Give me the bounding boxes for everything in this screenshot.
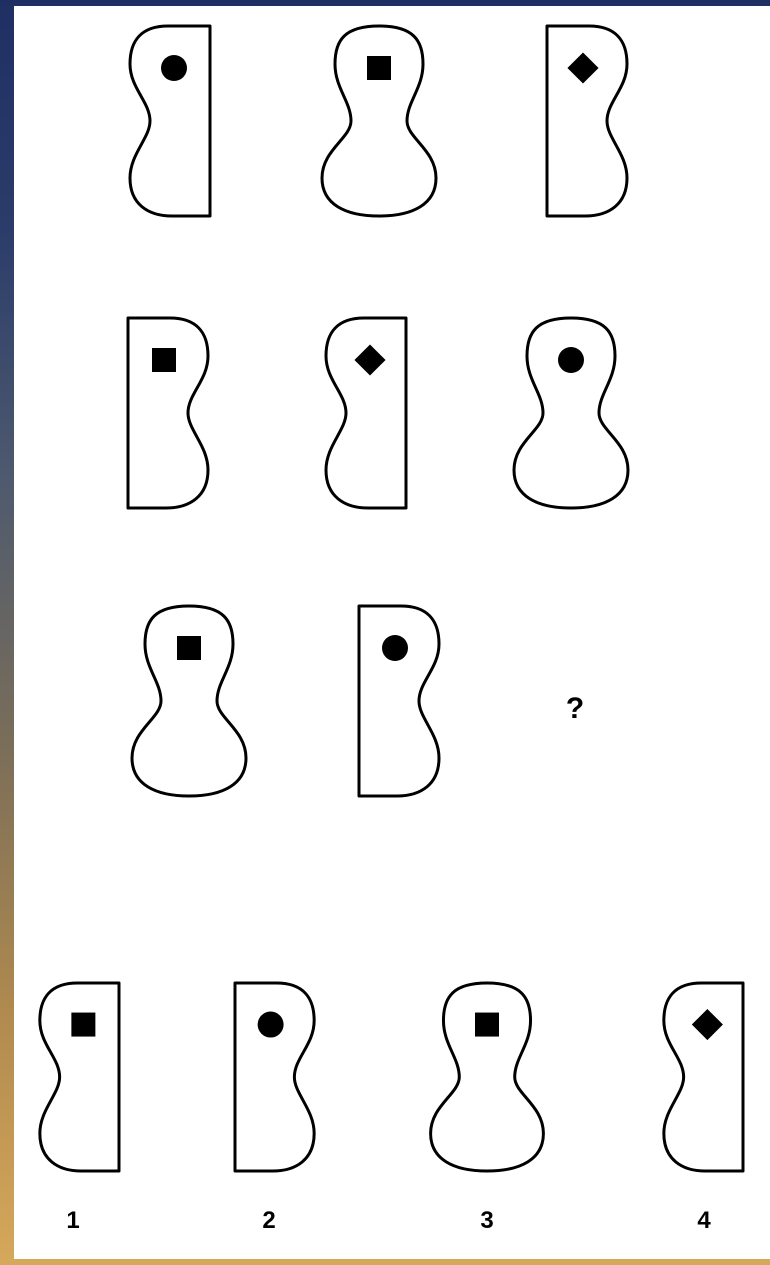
square-symbol <box>152 348 176 372</box>
option-4-figure <box>664 983 743 1171</box>
right-half-outline <box>235 983 314 1171</box>
circle-symbol <box>161 55 187 81</box>
grid-figure-r3-c1 <box>132 606 246 796</box>
option-3-label: 3 <box>480 1207 493 1234</box>
grid-figure-r2-c1 <box>128 318 208 508</box>
square-symbol <box>367 56 391 80</box>
circle-symbol <box>382 635 408 661</box>
option-2-figure <box>235 983 314 1171</box>
option-1-figure <box>40 983 119 1171</box>
left-half-outline <box>130 26 210 216</box>
full-outline <box>132 606 246 796</box>
square-symbol <box>475 1013 499 1037</box>
left-half-outline <box>664 983 743 1171</box>
right-half-outline <box>547 26 627 216</box>
square-symbol <box>177 636 201 660</box>
puzzle-figure: ? 1 2 3 4 <box>14 6 770 1259</box>
grid-figure-r2-c3 <box>514 318 628 508</box>
missing-figure-question-mark: ? <box>566 692 584 725</box>
option-4-label: 4 <box>697 1207 711 1234</box>
puzzle-grid <box>128 26 628 796</box>
answer-options: 1 2 3 4 <box>40 983 743 1234</box>
grid-figure-r1-c1 <box>130 26 210 216</box>
option-1-label: 1 <box>66 1207 79 1234</box>
grid-figure-r3-c2 <box>359 606 439 796</box>
left-half-outline <box>40 983 119 1171</box>
circle-symbol <box>558 347 584 373</box>
full-outline <box>322 26 436 216</box>
right-half-outline <box>128 318 208 508</box>
full-outline <box>514 318 628 508</box>
left-half-outline <box>326 318 406 508</box>
square-symbol <box>71 1013 95 1037</box>
option-3-figure <box>431 983 544 1171</box>
puzzle-sheet: ? 1 2 3 4 <box>14 6 770 1259</box>
right-half-outline <box>359 606 439 796</box>
circle-symbol <box>258 1012 284 1038</box>
grid-figure-r2-c2 <box>326 318 406 508</box>
grid-figure-r1-c2 <box>322 26 436 216</box>
grid-figure-r1-c3 <box>547 26 627 216</box>
full-outline <box>431 983 544 1171</box>
option-2-label: 2 <box>262 1207 275 1234</box>
